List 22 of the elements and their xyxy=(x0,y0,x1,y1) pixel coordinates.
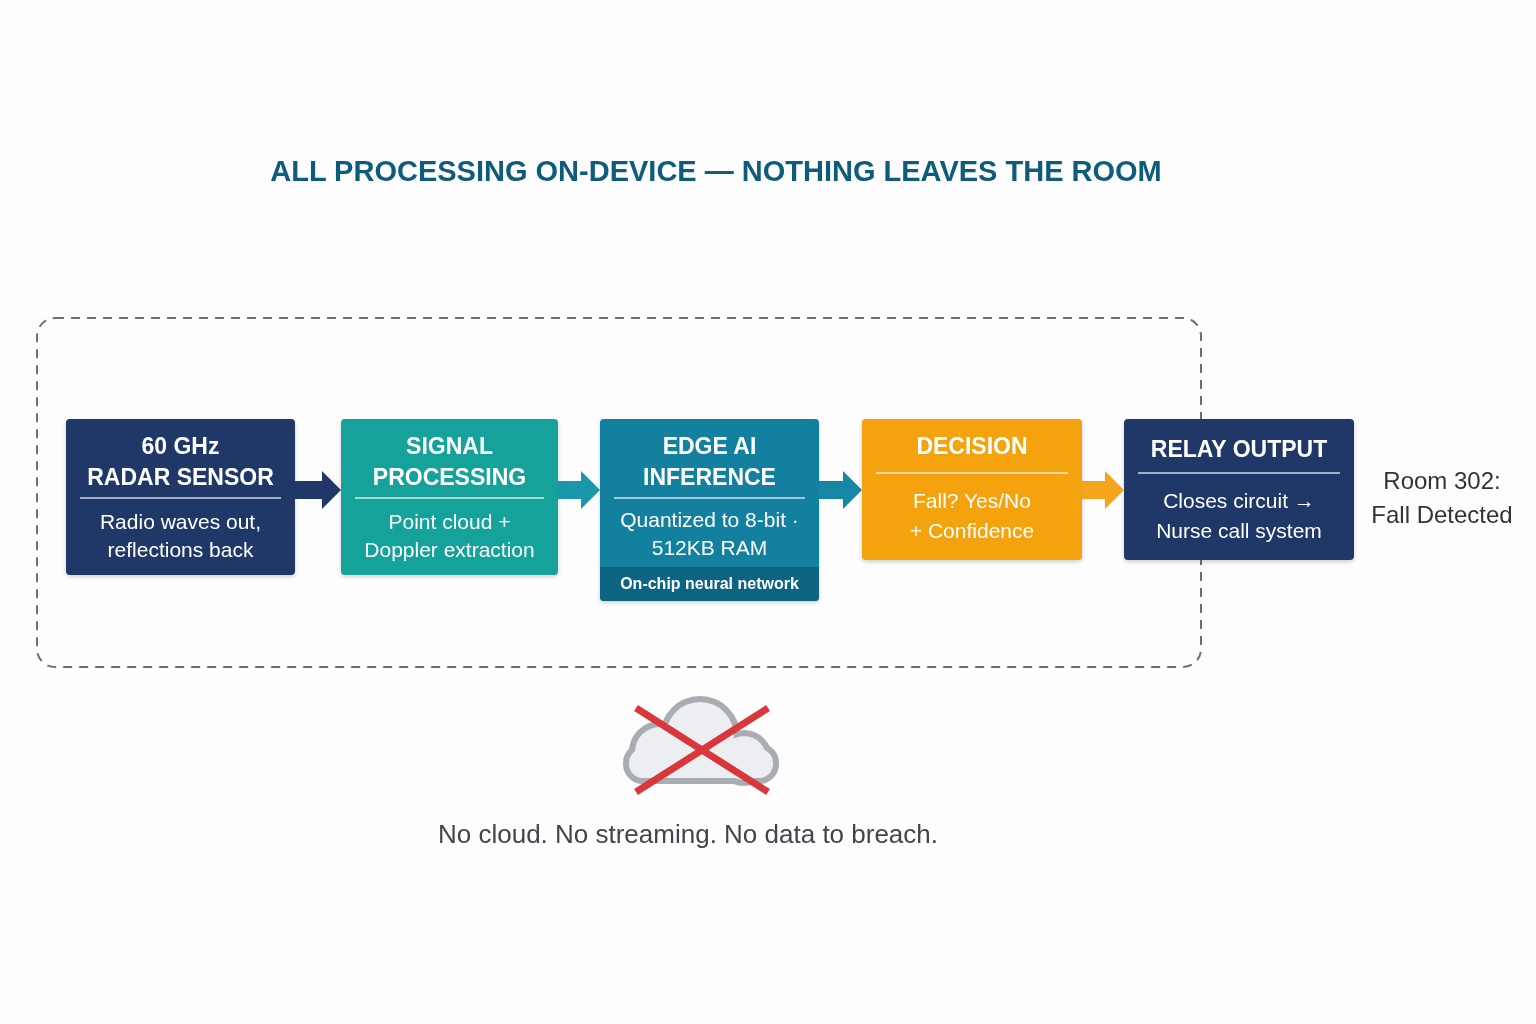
step-description: Quantized to 8-bit · 512KB RAM xyxy=(619,506,800,561)
status-text: Room 302: Fall Detected xyxy=(1370,466,1514,530)
process-box xyxy=(862,419,1082,560)
arrow xyxy=(1082,471,1124,509)
arrow xyxy=(295,471,341,509)
step-description: Fall? Yes/No + Confidence xyxy=(908,487,1036,544)
step-title: 60 GHz RADAR SENSOR xyxy=(86,432,275,492)
arrow xyxy=(819,471,862,509)
step-description: Radio waves out, reflections back xyxy=(98,508,263,563)
step-title: RELAY OUTPUT xyxy=(1149,435,1329,464)
arrow xyxy=(558,471,600,509)
caption-band: On-chip neural network xyxy=(600,567,819,601)
process-box xyxy=(66,419,295,575)
process-box xyxy=(341,419,558,575)
process-box xyxy=(600,419,819,601)
step-description: Closes circuit → Nurse call system xyxy=(1155,487,1323,544)
step-title: DECISION xyxy=(915,432,1029,461)
step-title: EDGE AI INFERENCE xyxy=(642,432,777,492)
step-title: SIGNAL PROCESSING xyxy=(371,432,528,492)
step-description: Point cloud + Doppler extraction xyxy=(363,508,536,563)
note-text: No cloud. No streaming. No data to breach. xyxy=(437,818,938,851)
diagram-title: ALL PROCESSING ON-DEVICE — NOTHING LEAVES THE ROOM xyxy=(270,154,1162,189)
